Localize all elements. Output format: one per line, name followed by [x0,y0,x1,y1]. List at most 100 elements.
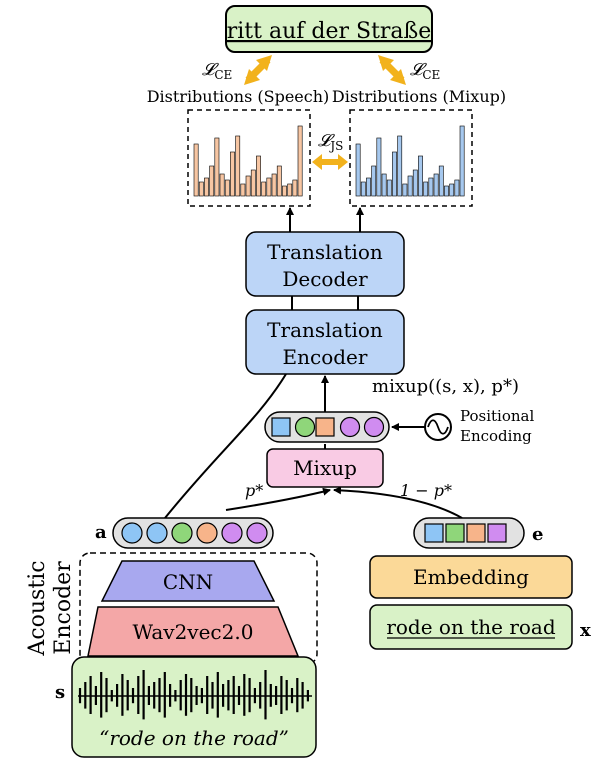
loss-js: 𝓛JS [318,131,343,153]
e-label: e [532,524,543,545]
distribution-bar [412,169,418,197]
p-star-label: p* [245,481,263,500]
distribution-bar [240,183,246,197]
mixed-token-1 [271,417,291,437]
dist-mixup-label: Distributions (Mixup) [332,87,506,106]
distribution-bar [392,151,397,197]
a-token-1 [121,522,143,544]
dist-speech-box [187,109,311,207]
source-sentence: rode on the road [386,615,556,639]
distribution-bar [292,179,298,197]
cnn-block [100,560,276,602]
distribution-bar [386,179,392,197]
distribution-bar [428,177,434,197]
distribution-bar [261,181,267,197]
distribution-bar [271,173,277,197]
e-token-1 [424,523,444,543]
distribution-bar [250,169,256,197]
distribution-bar [282,185,287,197]
mixed-tokens [271,416,385,438]
distribution-bar [397,135,403,197]
decoder-line2: Decoder [282,267,368,291]
one-minus-p-label: 1 − p* [400,481,452,500]
a-token-5 [221,522,243,544]
distribution-bar [245,175,251,197]
distribution-bar [276,165,282,197]
distribution-bar [256,155,261,197]
positional-line2: Encoding [460,427,532,445]
a-label: a [95,522,107,543]
translation-encoder-box [245,309,405,375]
decoder-line1: Translation [267,240,383,264]
cnn-label: CNN [163,570,213,594]
wav2vec-block [87,606,300,657]
distribution-bar [204,177,209,197]
a-token-6 [246,522,268,544]
translation-decoder-box [245,231,405,297]
distribution-bar [438,165,444,197]
e-token-2 [445,523,465,543]
distribution-bar [407,175,413,197]
distribution-bar [230,151,235,197]
loss-ce-right: 𝓛CE [410,60,440,82]
distribution-bar [297,125,303,197]
wav2vec-label: Wav2vec2.0 [133,620,254,644]
distribution-bar [444,185,449,197]
speech-caption: “rode on the road” [99,726,289,750]
mixed-token-5 [363,416,385,438]
acoustic-line1: Acoustic [25,560,50,656]
dist-speech-label: Distributions (Speech) [147,87,330,106]
residual-link-a [164,373,287,519]
distribution-bar [381,173,387,197]
acoustic-line2: Encoder [51,561,76,655]
mixed-token-2 [294,416,316,438]
distribution-bar [235,135,241,197]
embedding-box [369,555,573,599]
distribution-bar [360,181,366,197]
positional-line1: Positional [460,407,534,425]
distribution-bar [366,177,371,197]
distribution-bar [449,183,455,197]
distribution-bar [287,183,293,197]
distribution-bar [459,125,465,197]
s-label: s [55,682,65,703]
distribution-bar [209,165,215,197]
encoder-line2: Encoder [283,345,368,369]
arrow-one-minus-p [333,486,463,519]
encoder-line1: Translation [267,318,383,342]
js-arrow [312,154,348,170]
ce-arrow-left [244,55,272,85]
distribution-bar [219,173,225,197]
x-label: x [580,620,591,641]
distribution-bar [198,181,204,197]
mixup-label: Mixup [293,456,357,480]
mixed-token-4 [339,416,361,438]
distribution-bar [418,155,423,197]
arrow-p-star [225,487,331,511]
a-token-4 [196,522,218,544]
speech-bars [193,125,303,197]
mixup-bars [355,125,465,197]
mixed-token-3 [315,417,335,437]
e-tokens [424,523,507,543]
distribution-bar [193,143,199,197]
loss-ce-left: 𝓛CE [202,60,232,82]
distribution-bar [266,177,272,197]
distribution-bar [371,165,377,197]
ce-arrow-right [378,55,406,85]
a-token-2 [146,522,168,544]
e-token-4 [487,523,507,543]
sine-wave-icon [427,419,449,435]
distribution-bar [454,179,460,197]
a-token-3 [171,522,193,544]
distribution-bar [423,181,429,197]
distribution-bar [402,183,408,197]
distribution-bar [214,137,220,197]
dist-mixup-box [349,109,473,207]
waveform-icon [78,670,312,720]
mixup-formula: mixup((s, x), p*) [372,376,519,397]
distribution-bar [433,173,439,197]
distribution-bar [355,143,361,197]
e-token-3 [466,523,486,543]
